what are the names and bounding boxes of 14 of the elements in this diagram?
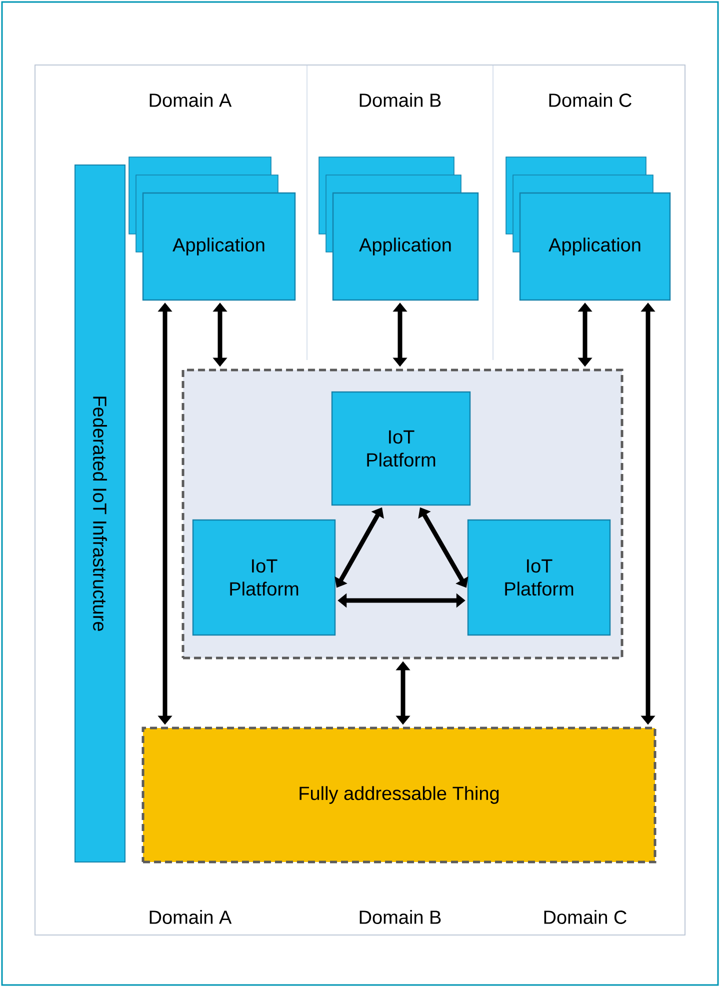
infrastructure-bar: Federated IoT Infrastructure: [74, 164, 126, 862]
domain-label: Domain A: [150, 93, 232, 107]
platform-box: IoT Platform: [467, 519, 611, 636]
domain-label: Domain C: [544, 910, 626, 924]
application-stack: Application: [318, 156, 479, 301]
platform-box: IoT Platform: [192, 519, 336, 636]
domain-label: Domain B: [360, 93, 441, 107]
domain-label: Domain A: [150, 910, 232, 924]
platform-box: IoT Platform: [331, 391, 471, 506]
application-stack: Application: [506, 156, 671, 301]
application-stack: Application: [128, 156, 296, 301]
domain-label: Domain B: [360, 910, 441, 924]
thing-box: Fully addressable Thing: [142, 726, 656, 864]
domain-label: Domain C: [549, 93, 632, 107]
